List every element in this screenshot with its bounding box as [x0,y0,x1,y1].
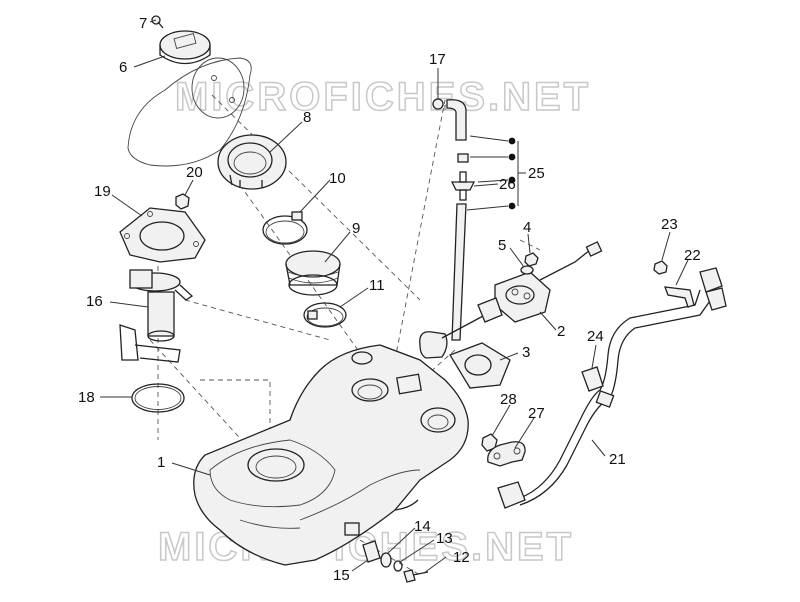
part-21-fuel-hose [497,267,727,509]
callout-26: 26 [499,176,516,193]
part-3-sensor-gasket [449,342,511,389]
part-5-grommet [520,265,534,275]
part-20-nut [175,193,190,210]
part-6-filler-cap [159,30,211,65]
part-19-gasket [119,207,206,263]
part-8-flange-ring [217,134,287,190]
callout-numbers: 1 2 3 4 5 6 7 8 9 10 11 12 13 14 15 16 1… [78,15,701,584]
callout-5: 5 [498,237,506,254]
callout-19: 19 [94,183,111,200]
part-2-level-sensor [477,241,603,323]
callout-7: 7 [139,15,147,32]
part-4-nut [524,252,539,267]
callout-12: 12 [453,549,470,566]
part-7-screw [151,15,164,29]
callout-27: 27 [528,405,545,422]
part-17-vent-elbow [432,98,467,141]
part-18-o-ring [131,383,185,413]
part-11-clamp-bottom [303,302,347,328]
callout-28: 28 [500,391,517,408]
leader-lines [100,19,689,574]
callout-4: 4 [523,219,531,236]
callout-20: 20 [186,164,203,181]
part-13-washer [393,560,403,572]
callout-14: 14 [414,518,431,535]
fuel-float [419,314,486,359]
callout-8: 8 [303,109,311,126]
callout-11: 11 [369,277,385,294]
part-16-fuel-pump [119,269,194,363]
part-10-clamp-top [262,211,308,245]
part-15-bracket [362,540,381,563]
part-23-nut [653,260,668,275]
part-1-fuel-tank [193,344,469,566]
filler-neck-shroud [127,57,252,167]
callout-16: 16 [86,293,103,310]
part-9-filler-hose [285,250,341,296]
callout-23: 23 [661,216,678,233]
callout-3: 3 [522,344,530,361]
callout-1: 1 [157,454,165,471]
part-22-bracket [664,286,695,308]
part-14-spacer [380,552,392,568]
callout-9: 9 [352,220,360,237]
callout-25: 25 [528,165,545,182]
callout-18: 18 [78,389,95,406]
callout-21: 21 [609,451,626,468]
callout-6: 6 [119,59,127,76]
callout-10: 10 [329,170,346,187]
callout-22: 22 [684,247,701,264]
callout-2: 2 [557,323,565,340]
callout-24: 24 [587,328,604,345]
watermark-top: MICROFICHES.NET [175,75,591,119]
part-12-bolt [403,569,429,583]
part-24-damper [581,366,604,392]
callout-15: 15 [333,567,350,584]
callout-13: 13 [436,530,453,547]
callout-17: 17 [429,51,446,68]
part-25-fittings [450,135,519,341]
